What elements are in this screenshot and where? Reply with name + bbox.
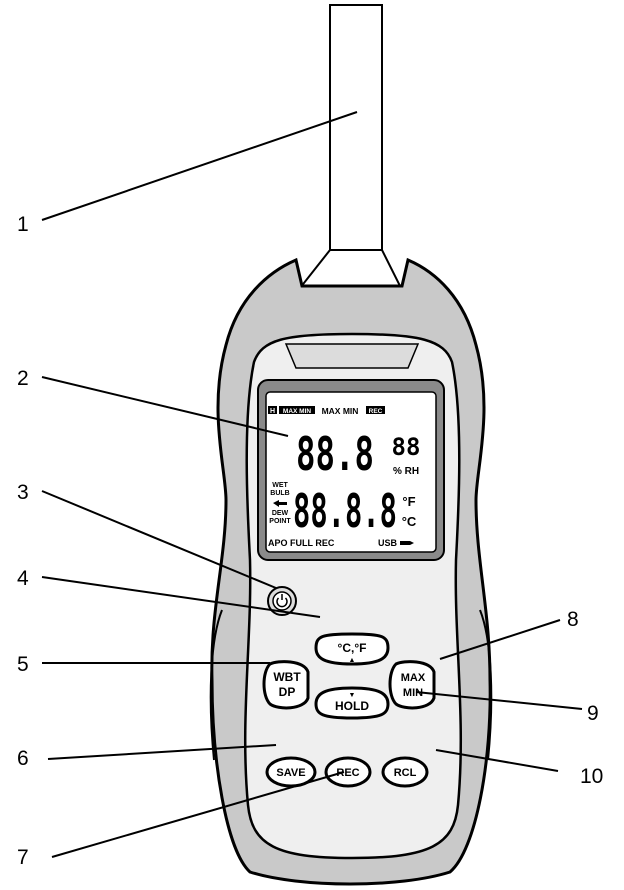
save-button[interactable]: SAVE	[265, 756, 317, 788]
lcd-bulb-label: BULB	[270, 490, 289, 497]
leader-line-10	[435, 749, 559, 772]
lcd-temperature-reading: 88.8.8	[293, 484, 397, 538]
rec-button[interactable]: REC	[324, 756, 372, 788]
rec-label: REC	[336, 767, 359, 779]
save-label: SAVE	[276, 767, 305, 779]
unit-toggle-button[interactable]: °C,°F ▲	[314, 632, 390, 666]
lcd-unit-c: °C	[402, 514, 417, 529]
down-arrow-icon: ▼	[349, 692, 356, 699]
lcd-mode-arrow-icon	[273, 500, 287, 507]
callout-9: 9	[587, 702, 599, 725]
callout-8: 8	[567, 608, 579, 631]
callout-7: 7	[17, 846, 29, 869]
up-arrow-icon: ▲	[349, 657, 356, 664]
leader-line-3	[41, 490, 277, 589]
lcd-humidity-unit: % RH	[393, 466, 419, 477]
hold-button[interactable]: ▼ HOLD	[314, 686, 390, 720]
max-label: MAX	[401, 672, 426, 684]
lcd-rec-flag: REC	[369, 408, 383, 415]
unit-toggle-label: °C,°F	[338, 641, 367, 655]
lcd-display	[265, 391, 437, 553]
leader-line-9	[415, 691, 583, 710]
hold-label: HOLD	[335, 699, 369, 713]
callout-2: 2	[17, 367, 29, 390]
leader-line-1	[41, 111, 358, 221]
power-button[interactable]	[267, 586, 297, 616]
rcl-label: RCL	[394, 767, 417, 779]
rcl-button[interactable]: RCL	[381, 756, 429, 788]
lcd-humidity-small: 88	[392, 433, 421, 461]
max-min-button[interactable]: MAX MIN	[388, 660, 436, 710]
lcd-unit-f: °F	[402, 494, 415, 509]
dp-label: DP	[279, 685, 296, 699]
callout-1: 1	[17, 213, 29, 236]
lcd-humidity-reading: 88.8	[296, 427, 374, 481]
lcd-wet-label: WET	[272, 482, 288, 489]
lcd-usb-icon	[400, 541, 414, 545]
leader-line-8	[439, 619, 561, 660]
leader-line-2	[41, 376, 289, 437]
leader-line-4	[41, 576, 321, 618]
wbt-dp-button[interactable]: WBT DP	[262, 660, 310, 710]
callout-4: 4	[17, 567, 29, 590]
min-label: MIN	[403, 687, 423, 699]
leader-lines	[41, 111, 583, 858]
lcd-hold-flag: H	[270, 408, 275, 415]
lcd-status-usb: USB	[378, 538, 398, 548]
callout-6: 6	[17, 747, 29, 770]
lcd-maxmin-flag: MAX MIN	[283, 408, 311, 415]
leader-line-7	[51, 771, 345, 858]
sensor-probe	[329, 4, 383, 256]
leader-line-6	[47, 744, 277, 760]
wbt-label: WBT	[273, 670, 301, 684]
lcd-maxmin-label: MAX MIN	[322, 406, 359, 416]
power-icon	[276, 597, 288, 608]
callout-10: 10	[580, 765, 603, 788]
callout-5: 5	[17, 653, 29, 676]
callout-3: 3	[17, 481, 29, 504]
lcd-point-label: POINT	[269, 518, 291, 525]
lcd-dew-label: DEW	[272, 510, 289, 517]
lcd-status-left: APO FULL REC	[268, 538, 335, 548]
